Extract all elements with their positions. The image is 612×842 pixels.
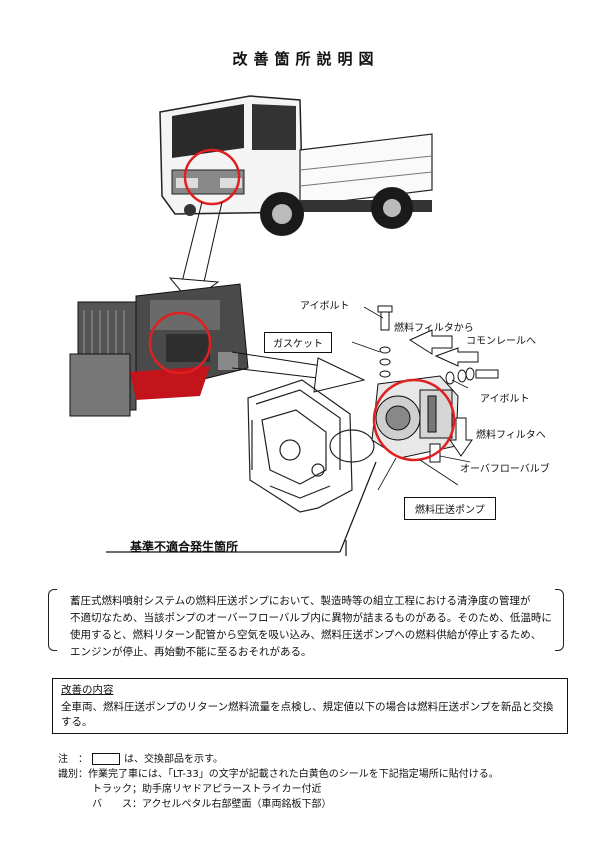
id-row: 識別：作業完了車には、「LT-33」の文字が記載された白黄色のシールを下記指定場… xyxy=(58,767,499,782)
truck-location: トラック；助手席リヤドアピラーストライカー付近 xyxy=(92,784,322,795)
replacement-part-swatch xyxy=(92,753,120,765)
truck-highlight-circle xyxy=(183,148,241,206)
note-text: は、交換部品を示す。 xyxy=(124,754,223,765)
fix-box: 改善の内容 全車両、燃料圧送ポンプのリターン燃料流量を点検し、規定値以下の場合は… xyxy=(52,678,568,734)
label-to-common-rail: コモンレールへ xyxy=(466,336,536,347)
fix-line: 全車両、燃料圧送ポンプのリターン燃料流量を点検し、規定値以下の場合は燃料圧送ポン… xyxy=(61,701,554,713)
pump-exploded-drawing xyxy=(371,305,499,463)
note-label: 注 xyxy=(58,754,68,765)
bracket-left xyxy=(48,589,57,651)
bus-location: バ ス：アクセルペタル右部壁面（車両銘板下部） xyxy=(92,799,332,810)
id-text: 作業完了車には、「LT-33」の文字が記載された白黄色のシールを下記指定場所に貼… xyxy=(88,769,499,780)
engine-illustration xyxy=(69,283,249,417)
arrow-to-filter xyxy=(449,417,473,457)
cause-description: 蓄圧式燃料噴射システムの燃料圧送ポンプにおいて、製造時等の組立工程における清浄度… xyxy=(48,589,564,658)
label-to-filter: 燃料フィルタへ xyxy=(476,430,546,441)
truck-illustration xyxy=(159,95,433,236)
label-eyebolt-right: アイボルト xyxy=(480,394,530,405)
cause-line: 不適切なため、当該ポンプのオーバーフローバルブ内に異物が詰まるものがある。そのた… xyxy=(70,612,552,624)
note-row: 注 ：は、交換部品を示す。 xyxy=(58,753,223,765)
cause-line: 蓄圧式燃料噴射システムの燃料圧送ポンプにおいて、製造時等の組立工程における清浄度… xyxy=(70,595,531,607)
label-defect-location: 基準不適合発生箇所 xyxy=(130,540,239,554)
cause-line: エンジンが停止、再始動不能に至るおそれがある。 xyxy=(70,646,312,658)
label-overflow-valve: オーバフローバルブ xyxy=(460,464,550,475)
arrow-to-rail xyxy=(434,347,479,367)
fix-line: する。 xyxy=(61,716,93,728)
page-title: 改善箇所説明図 xyxy=(232,50,380,68)
id-label: 識別： xyxy=(58,769,88,780)
engine-highlight-circle xyxy=(148,311,212,375)
label-gasket: ガスケット xyxy=(264,332,332,353)
fix-heading: 改善の内容 xyxy=(61,684,114,696)
arrow-from-filter xyxy=(408,329,453,355)
label-from-filter: 燃料フィルタから xyxy=(394,323,474,334)
notes: 注 ：は、交換部品を示す。 識別：作業完了車には、「LT-33」の文字が記載され… xyxy=(58,752,499,812)
pump-highlight-circle xyxy=(372,378,456,462)
label-pump: 燃料圧送ポンプ xyxy=(404,497,496,520)
label-eyebolt-top: アイボルト xyxy=(300,301,350,312)
cause-line: 使用すると、燃料リターン配管から空気を吸い込み、燃料圧送ポンプへの燃料供給が停止… xyxy=(70,629,542,641)
engine-block-drawing xyxy=(247,379,375,513)
bracket-right xyxy=(555,589,564,651)
